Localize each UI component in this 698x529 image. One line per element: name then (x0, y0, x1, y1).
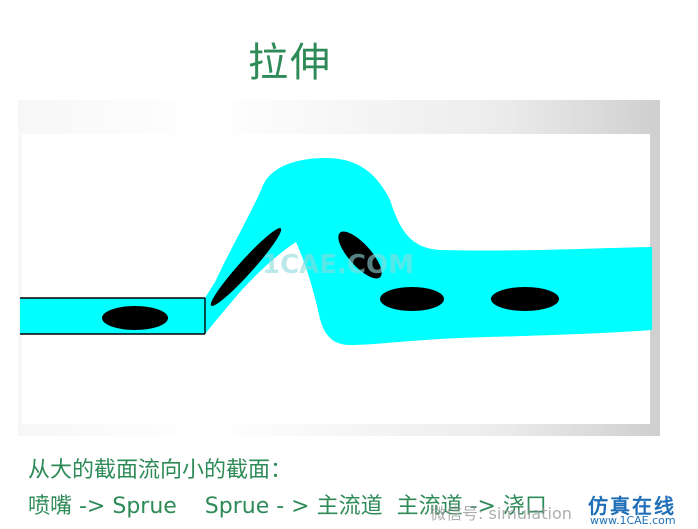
particle-3 (338, 231, 382, 279)
watermark-wechat: 微信号: simulation (430, 504, 572, 523)
watermark-url: www.1CAE.com (590, 514, 676, 527)
particle-2-stretched (210, 228, 282, 306)
watermark-center: 1CAE.COM (262, 250, 414, 280)
watermark-brand: 仿真在线 (588, 494, 676, 518)
caption-line-1: 从大的截面流向小的截面： (28, 458, 293, 483)
particle-4 (380, 287, 444, 311)
particle-5 (491, 287, 559, 311)
caption-line-2: 喷嘴 -> Sprue Sprue - > 主流道 主流道 -> 浇口 (28, 494, 547, 519)
slide-title: 拉伸 (248, 40, 332, 86)
particle-1 (102, 306, 168, 330)
